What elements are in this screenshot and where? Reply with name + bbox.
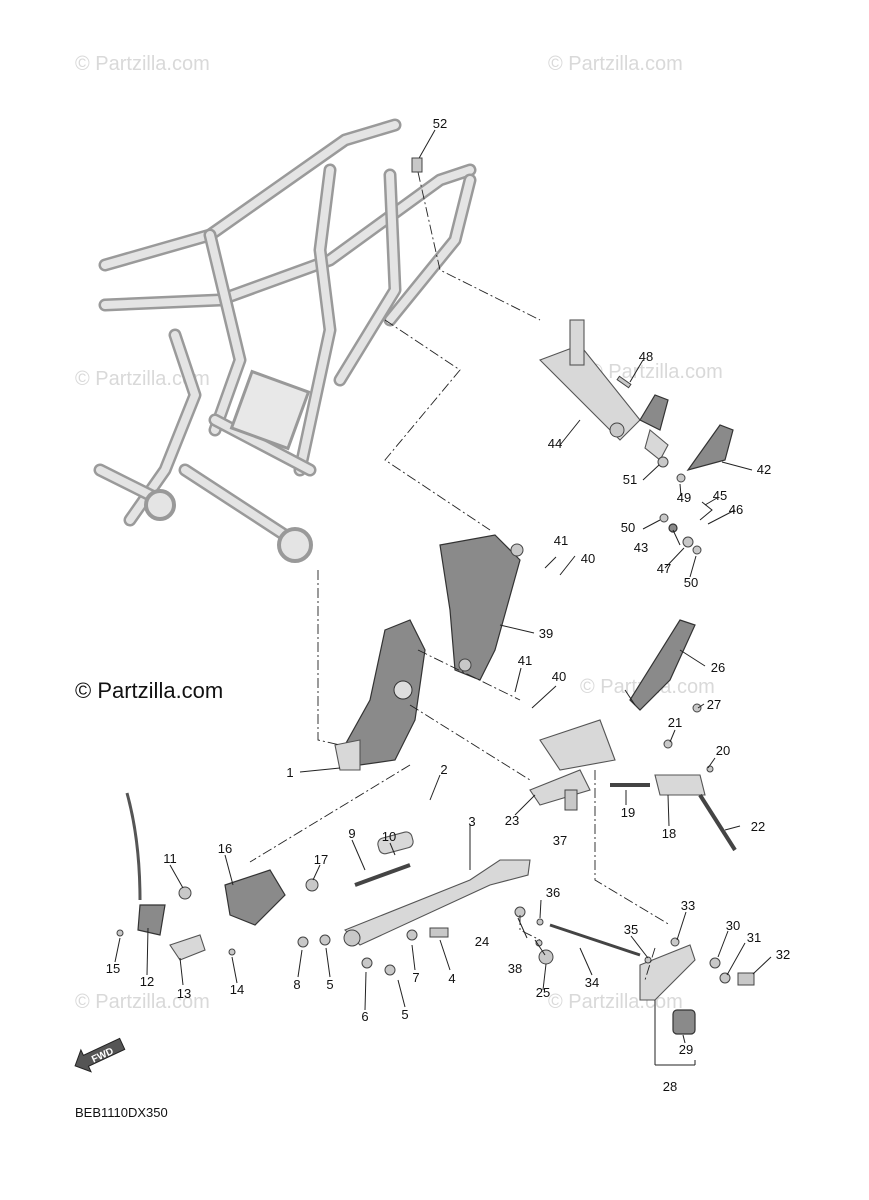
callout-5b: 5: [401, 1007, 408, 1022]
callout-36: 36: [546, 885, 560, 900]
guide-lines: [249, 171, 671, 981]
callout-6: 6: [361, 1009, 368, 1024]
callout-42: 42: [757, 462, 771, 477]
callout-3: 3: [468, 814, 475, 829]
callout-39: 39: [539, 626, 553, 641]
callout-47: 47: [657, 561, 671, 576]
heel-guard: [439, 534, 524, 681]
callout-13: 13: [177, 986, 191, 1001]
sidestand-switch-assembly: [116, 792, 449, 976]
callout-4: 4: [448, 971, 455, 986]
callout-31: 31: [747, 930, 761, 945]
callout-26: 26: [711, 660, 725, 675]
callout-33: 33: [681, 898, 695, 913]
callout-1: 1: [286, 765, 293, 780]
callout-40b: 40: [552, 669, 566, 684]
callout-48: 48: [639, 349, 653, 364]
callout-52: 52: [433, 116, 447, 131]
sidestand: [343, 831, 531, 947]
callout-30: 30: [726, 918, 740, 933]
callout-35: 35: [624, 922, 638, 937]
callout-24: 24: [475, 934, 489, 949]
callout-7: 7: [412, 970, 419, 985]
watermark-top-right: © Partzilla.com: [548, 53, 683, 75]
callout-12: 12: [140, 974, 154, 989]
callout-14: 14: [230, 982, 244, 997]
callout-38: 38: [508, 961, 522, 976]
callout-8: 8: [293, 977, 300, 992]
watermark-main: © Partzilla.com: [75, 678, 223, 703]
watermark-bottom-right: © Partzilla.com: [548, 991, 683, 1013]
callout-29: 29: [679, 1042, 693, 1057]
callout-27: 27: [707, 697, 721, 712]
callout-18: 18: [662, 826, 676, 841]
callout-40a: 40: [581, 551, 595, 566]
motorcycle-frame: [93, 118, 477, 563]
callout-51: 51: [623, 472, 637, 487]
callout-21: 21: [668, 715, 682, 730]
callout-20: 20: [716, 743, 730, 758]
callout-2: 2: [440, 762, 447, 777]
fwd-label: FWD: [90, 1046, 115, 1066]
shift-linkage: [514, 906, 755, 1035]
callout-22: 22: [751, 819, 765, 834]
watermark-top-left: © Partzilla.com: [75, 53, 210, 75]
diagram-code: BEB1110DX350: [75, 1105, 168, 1120]
fwd-arrow-icon: FWD: [74, 1037, 126, 1073]
callout-5a: 5: [326, 977, 333, 992]
callout-9: 9: [348, 826, 355, 841]
callout-19: 19: [621, 805, 635, 820]
callout-49: 49: [677, 490, 691, 505]
watermark-mid-left: © Partzilla.com: [75, 368, 210, 390]
callout-25: 25: [536, 985, 550, 1000]
callout-50a: 50: [621, 520, 635, 535]
callout-37: 37: [553, 833, 567, 848]
callout-41b: 41: [518, 653, 532, 668]
bolt-52: [411, 157, 423, 173]
callout-45: 45: [713, 488, 727, 503]
callout-41a: 41: [554, 533, 568, 548]
footrest-assembly: [529, 619, 737, 852]
callout-44: 44: [548, 436, 562, 451]
callout-23: 23: [505, 813, 519, 828]
callout-15: 15: [106, 961, 120, 976]
callout-46: 46: [729, 502, 743, 517]
watermark-bottom-left: © Partzilla.com: [75, 991, 210, 1013]
callout-10: 10: [382, 829, 396, 844]
callout-11: 11: [163, 851, 177, 866]
callout-50b: 50: [684, 575, 698, 590]
callout-28: 28: [663, 1079, 677, 1094]
leader-lines: [114, 129, 772, 1066]
callout-16: 16: [218, 841, 232, 856]
callout-34: 34: [585, 975, 599, 990]
callout-17: 17: [314, 852, 328, 867]
callout-32: 32: [776, 947, 790, 962]
rear-footrest-bracket: [539, 319, 734, 555]
footrest-bracket: [334, 619, 426, 771]
callout-43: 43: [634, 540, 648, 555]
callout-labels: 1 2 3 4 5 5 6 7 8 9 10 11 12 13 14 15 16…: [106, 116, 790, 1094]
